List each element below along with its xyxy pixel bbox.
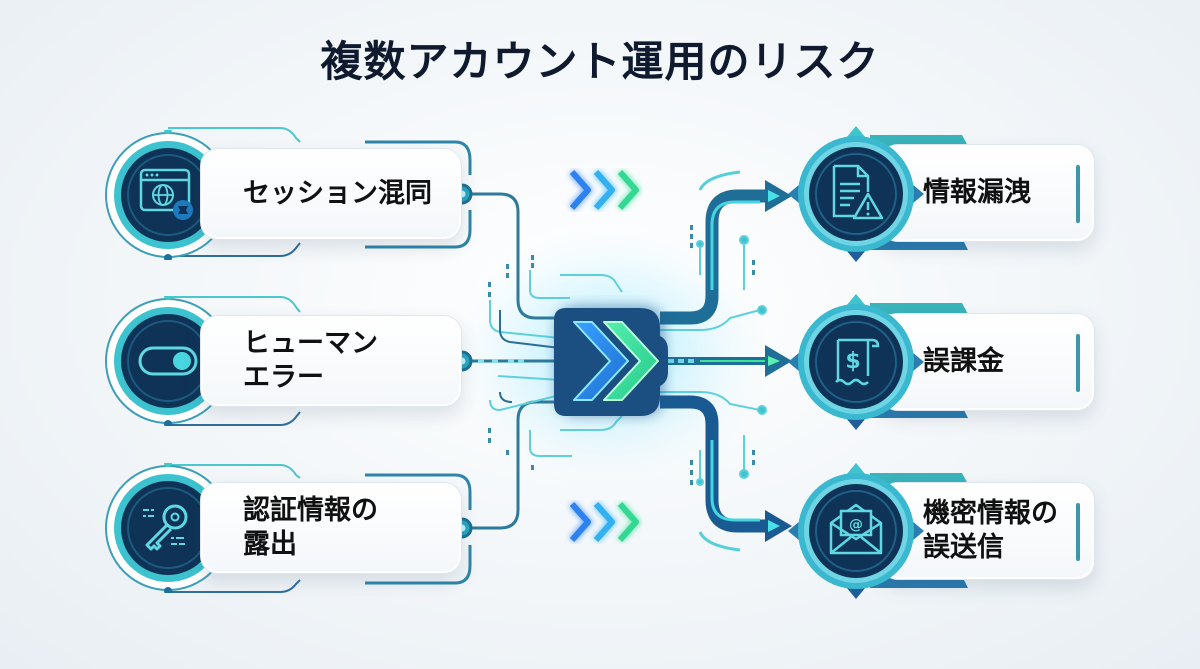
cause-card-session-confusion: セッション混同 — [200, 148, 462, 240]
accent-bar — [1076, 334, 1080, 392]
cause-card-credential-exposure: 認証情報の 露出 — [200, 482, 462, 574]
effect-medallion-2: $ — [788, 294, 924, 430]
toggle-switch-icon — [138, 346, 198, 376]
svg-text:@: @ — [849, 517, 863, 533]
effect-label: 誤課金 — [923, 346, 1004, 377]
accent-bar — [1076, 165, 1080, 223]
receipt-dollar-icon: $ — [835, 338, 880, 386]
cause-medallion-1 — [103, 126, 233, 262]
effect-label: 情報漏洩 — [923, 177, 1031, 208]
cause-label: セッション混同 — [243, 178, 432, 209]
effect-medallion-1 — [788, 126, 924, 262]
chevron-trio-top — [569, 169, 642, 211]
effect-label: 機密情報の 誤送信 — [923, 498, 1058, 563]
svg-text:$: $ — [845, 349, 860, 374]
cause-card-human-error: ヒューマン エラー — [200, 315, 462, 407]
browser-globe-icon — [139, 168, 193, 220]
effect-medallion-3: @ — [788, 463, 924, 599]
page-title: 複数アカウント運用のリスク — [320, 37, 880, 86]
cause-label: 認証情報の 露出 — [243, 495, 378, 560]
accent-bar — [1076, 503, 1080, 561]
key-icon — [143, 504, 188, 551]
hub-double-chevron-icon — [554, 306, 668, 416]
chevron-trio-bottom — [569, 501, 642, 543]
cause-label: ヒューマン エラー — [243, 328, 378, 393]
document-warning-icon — [832, 164, 884, 220]
envelope-at-icon: @ — [829, 503, 883, 555]
cause-medallion-2 — [103, 292, 233, 428]
